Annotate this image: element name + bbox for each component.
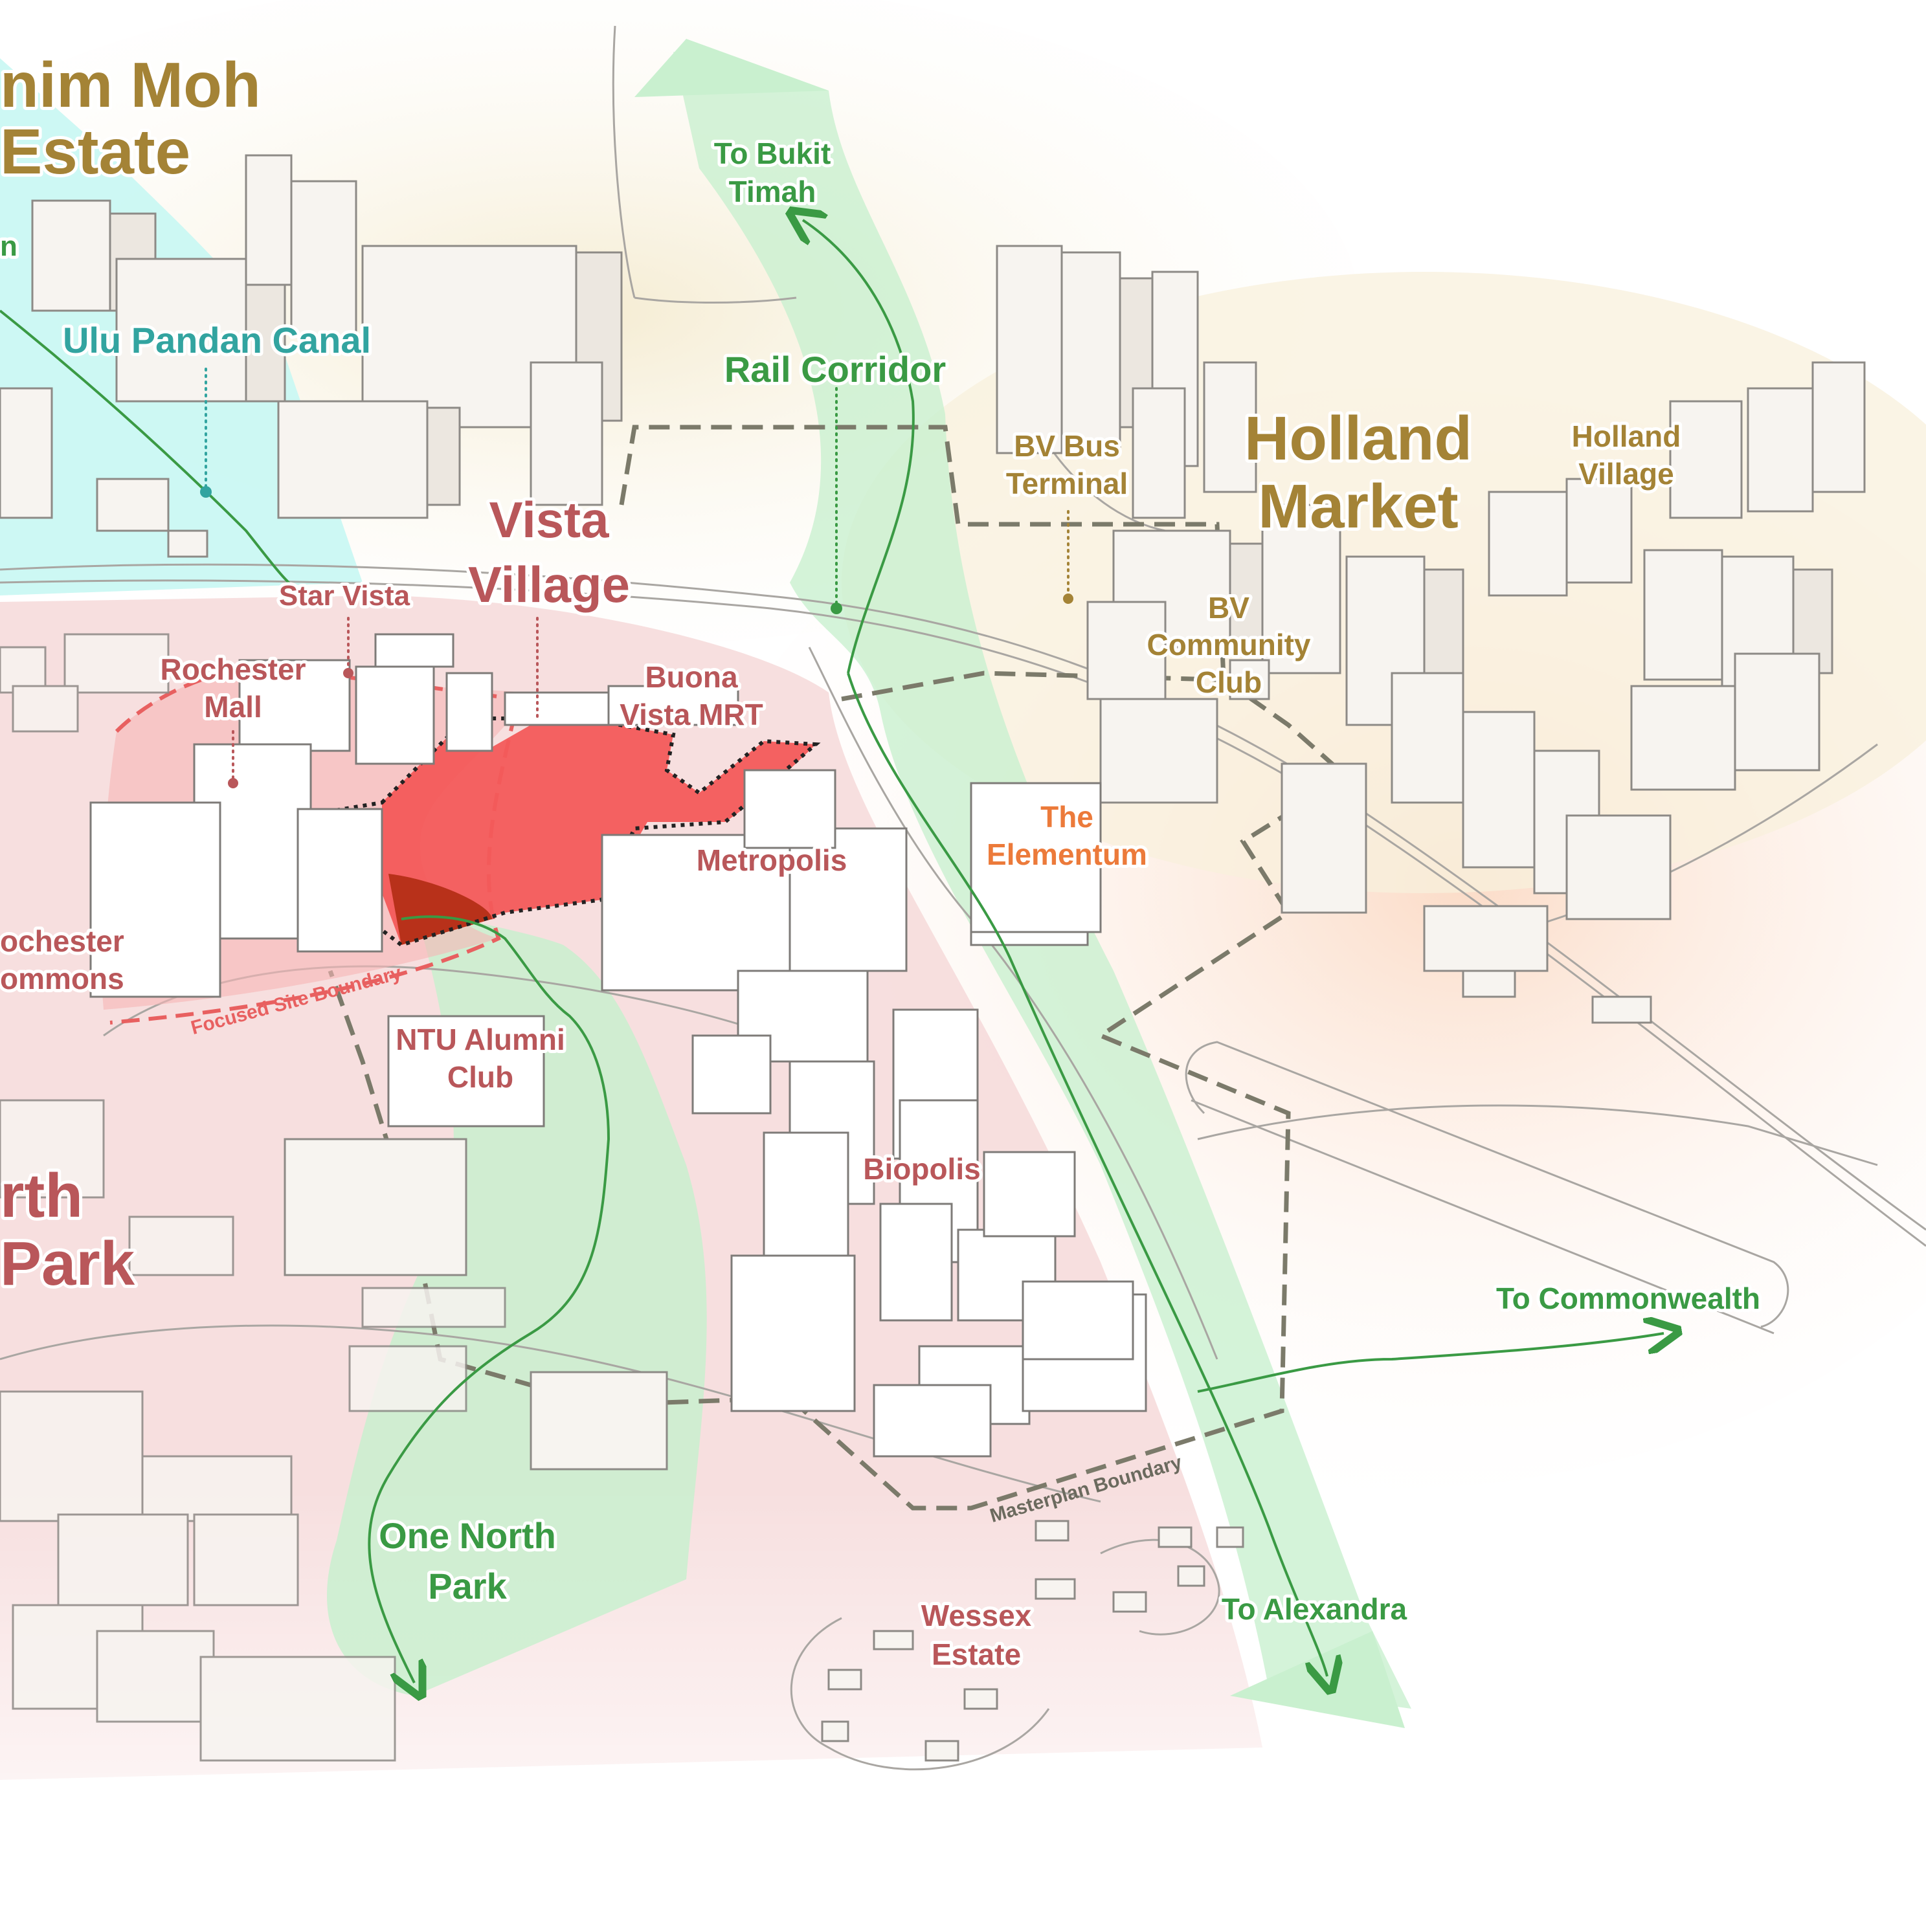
label-vista-village-1: Vista bbox=[489, 491, 609, 548]
label-rail-corridor: Rail Corridor bbox=[724, 349, 946, 390]
label-rochester-mall-1: Rochester bbox=[161, 652, 306, 686]
label-ulu-pandan-canal: Ulu Pandan Canal bbox=[63, 320, 371, 361]
wessex-blocks bbox=[821, 1520, 1244, 1762]
label-buona-vista-1: Buona bbox=[645, 660, 738, 694]
label-ntu-alumni-2: Club bbox=[447, 1060, 513, 1094]
label-holland-market-2: Market bbox=[1258, 472, 1458, 541]
route-bukit-timah bbox=[803, 220, 915, 674]
label-the-elementum-1: The bbox=[1040, 800, 1093, 834]
label-one-north-park-green-2: Park bbox=[428, 1566, 507, 1606]
label-bv-community-club-1: BV bbox=[1208, 591, 1249, 625]
route-one-north-park bbox=[368, 915, 610, 1683]
label-to-bukit-timah-1: To Bukit bbox=[714, 137, 831, 170]
holland-buildings bbox=[996, 245, 1866, 1024]
elementum-building bbox=[970, 782, 1102, 933]
vista-village-site-dark bbox=[388, 874, 492, 945]
masterplan-boundary-line bbox=[328, 425, 1350, 1511]
label-holland-market-1: Holland bbox=[1244, 404, 1472, 473]
label-one-north-2: Park bbox=[0, 1229, 135, 1298]
label-ntu-alumni-1: NTU Alumni bbox=[396, 1023, 565, 1056]
vista-village-site bbox=[382, 718, 816, 945]
leader-lines bbox=[205, 368, 1069, 781]
label-holland-village-2: Village bbox=[1578, 457, 1674, 491]
label-rochester-mall-2: Mall bbox=[204, 690, 262, 724]
label-to-alexandra: To Alexandra bbox=[1222, 1592, 1407, 1626]
leader-dots bbox=[200, 486, 1073, 788]
rail-arrow-north bbox=[634, 39, 829, 97]
label-metropolis: Metropolis bbox=[697, 843, 847, 877]
label-rochester-commons-1: ochester bbox=[0, 924, 124, 958]
label-wessex-estate-2: Estate bbox=[932, 1638, 1021, 1671]
label-the-elementum-2: Elementum bbox=[987, 838, 1147, 871]
central-buildings bbox=[89, 633, 1147, 1471]
label-bv-bus-1: BV Bus bbox=[1014, 429, 1120, 463]
route-commonwealth bbox=[1197, 1333, 1664, 1393]
label-star-vista: Star Vista bbox=[279, 580, 410, 612]
route-alexandra bbox=[847, 672, 1327, 1676]
label-holland-village-1: Holland bbox=[1572, 419, 1681, 453]
ghim-moh-buildings bbox=[0, 154, 623, 558]
label-bv-community-club-2: Community bbox=[1147, 628, 1311, 661]
label-bv-community-club-3: Club bbox=[1196, 665, 1262, 699]
onenorth-west-buildings bbox=[0, 633, 506, 1762]
label-bv-bus-2: Terminal bbox=[1006, 467, 1128, 500]
label-one-north-park-green-1: One North bbox=[379, 1515, 556, 1556]
label-biopolis: Biopolis bbox=[863, 1152, 980, 1186]
label-rochester-commons-2: ommons bbox=[0, 962, 124, 995]
one-north-park-band bbox=[327, 906, 707, 1696]
label-ghim-moh-1: nim Moh bbox=[0, 49, 261, 120]
label-one-north-1: rth bbox=[0, 1161, 83, 1230]
route-lines bbox=[0, 220, 1664, 1683]
label-edge-n: n bbox=[0, 230, 17, 262]
label-wessex-estate-1: Wessex bbox=[921, 1599, 1032, 1632]
label-to-commonwealth: To Commonwealth bbox=[1496, 1282, 1760, 1315]
label-vista-village-2: Village bbox=[468, 556, 630, 613]
label-buona-vista-2: Vista MRT bbox=[620, 698, 763, 731]
label-to-bukit-timah-2: Timah bbox=[729, 175, 816, 208]
label-ghim-moh-2: Estate bbox=[0, 116, 190, 187]
